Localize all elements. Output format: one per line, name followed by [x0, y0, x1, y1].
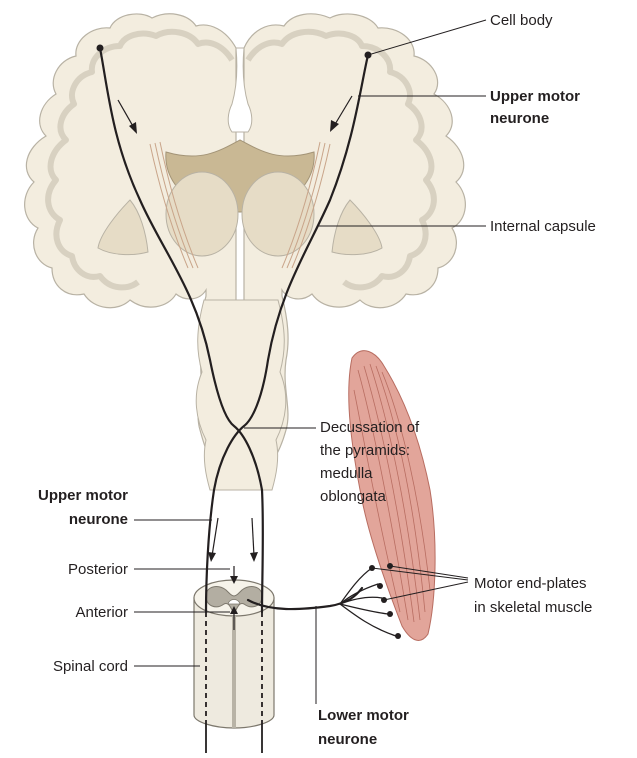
left-thalamus — [166, 172, 238, 256]
label-decussation-4: oblongata — [320, 488, 387, 505]
label-cell-body: Cell body — [490, 12, 553, 29]
arrow-left-medulla — [212, 518, 218, 556]
brainstem — [196, 300, 286, 490]
label-upper-motor-top-1: Upper motor — [490, 88, 580, 105]
arrowhead-right-medulla — [250, 552, 258, 562]
arrow-right-medulla — [252, 518, 254, 556]
label-spinal-cord: Spinal cord — [53, 658, 128, 675]
label-upper-motor-left-2: neurone — [69, 511, 128, 528]
left-cell-body — [97, 45, 104, 52]
label-lower-motor-1: Lower motor — [318, 707, 409, 724]
label-decussation-3: medulla — [320, 465, 373, 482]
arrowhead-left-medulla — [208, 552, 216, 562]
label-upper-motor-left-1: Upper motor — [38, 487, 128, 504]
label-posterior: Posterior — [68, 561, 128, 578]
label-lower-motor-2: neurone — [318, 731, 377, 748]
right-thalamus — [242, 172, 314, 256]
label-motor-end-plates-2: in skeletal muscle — [474, 599, 592, 616]
label-internal-capsule: Internal capsule — [490, 218, 596, 235]
label-decussation-2: the pyramids: — [320, 442, 410, 459]
label-anterior: Anterior — [75, 604, 128, 621]
label-motor-end-plates-1: Motor end-plates — [474, 575, 587, 592]
label-upper-motor-top-2: neurone — [490, 110, 549, 127]
label-decussation-1: Decussation of — [320, 419, 420, 436]
